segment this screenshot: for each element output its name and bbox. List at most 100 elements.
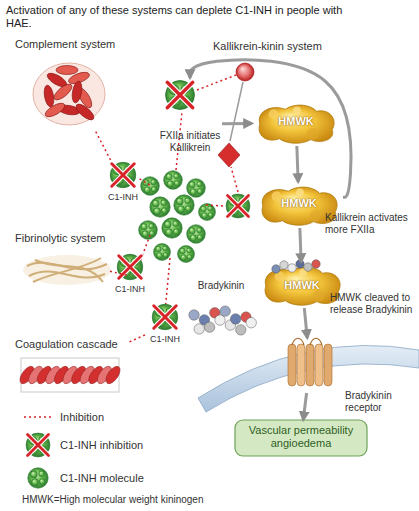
c1-inh-inhibition-symbol — [166, 81, 195, 110]
receptor-helix — [324, 344, 332, 386]
c1-inh-molecule — [150, 197, 170, 217]
c1-inh-molecule — [139, 221, 158, 240]
complement-body — [33, 63, 105, 125]
receptor-helix — [297, 344, 305, 386]
node-note: Kallikrein activates more FXIIa — [325, 212, 415, 235]
receptor-helix — [288, 344, 296, 386]
coagulation-frame — [21, 358, 119, 392]
pathway-arrow — [300, 228, 301, 262]
fibrin-coil — [103, 364, 123, 386]
node-shape — [285, 338, 335, 393]
bradykinin-atom — [236, 325, 246, 335]
bradykinin-bead — [312, 260, 320, 268]
hmwk-protein: HMWKKallikrein activates more FXIIa — [255, 182, 343, 228]
annotation-label: HMWK=High molecular weight kininogen — [22, 494, 342, 506]
bradykinin-atom — [189, 310, 199, 320]
c1-inh-inhibition-symbol — [226, 194, 250, 218]
node-text: HMWK — [255, 197, 343, 210]
node-note: HMWK cleaved to release Bradykinin — [330, 292, 418, 315]
legend-swatch — [22, 430, 54, 460]
pathway-arrow — [297, 146, 298, 182]
bradykinin-atom — [215, 315, 225, 325]
node-text: C1-INH — [105, 284, 155, 294]
node-shape — [15, 38, 127, 130]
system-illustration: Fibrinolytic system — [15, 232, 127, 292]
c1-inh-molecule — [187, 179, 206, 198]
c1-inh-molecule — [164, 171, 183, 190]
inhibition-line — [197, 75, 236, 90]
outcome-box-shape — [235, 420, 367, 456]
inhibition-line — [138, 178, 150, 185]
inhibition-connector — [127, 335, 145, 343]
kallikrein-diamond — [218, 143, 240, 167]
c1-inh-inhibition-sample — [26, 433, 50, 457]
c1-inh-inhibition-symbol — [152, 304, 178, 330]
inhibition-line — [231, 167, 238, 192]
bradykinin-bead — [288, 264, 296, 272]
node-text: HMWK — [258, 279, 346, 292]
fxiia-step: FXIIa initiates Kallikrein — [158, 78, 222, 170]
legend-text: C1-INH molecule — [60, 472, 144, 484]
c1-inh-inhibitor: C1-INH — [103, 160, 143, 208]
receptor-helix — [306, 344, 314, 386]
bradykinin-atom — [230, 314, 240, 324]
c1-inh-inhibitor: C1-INH — [110, 252, 150, 300]
legend-text: Inhibition — [60, 411, 104, 423]
inhibition-connector — [95, 130, 111, 160]
legend-swatch — [22, 408, 54, 426]
inhibition-lines — [138, 75, 238, 312]
complement-coil — [56, 66, 78, 75]
receptor-symbol: Bradykinin receptor — [285, 338, 335, 393]
complement-coil — [52, 81, 75, 102]
complement-coil — [71, 80, 84, 103]
hmwk-protein: HMWKHMWK cleaved to release Bradykinin — [258, 262, 346, 308]
node-text: Vascular permeability angioedema — [235, 424, 367, 449]
bradykinin-atom — [246, 318, 256, 328]
c1-inh-molecule — [174, 195, 194, 215]
fibrin-background — [23, 255, 111, 285]
fibrin-strand — [33, 258, 101, 282]
outcome-box: Vascular permeability angioedema — [235, 420, 367, 456]
bradykinin-atom — [204, 322, 214, 332]
pathway-arrow — [303, 393, 306, 420]
complement-illustration — [33, 63, 105, 125]
node-text: FXIIa initiates Kallikrein — [158, 130, 222, 153]
diagram-title: Activation of any of these systems can d… — [6, 4, 346, 29]
legend-text: C1-INH inhibition — [60, 439, 143, 451]
receptor-helix — [315, 344, 323, 386]
node-text: Coagulation cascade — [15, 338, 127, 351]
inhibition-line — [206, 205, 224, 206]
c1-inh-inhibition-symbol — [117, 254, 143, 280]
node-text: C1-INH — [98, 192, 148, 202]
c1-inh-inhibition-symbol — [110, 162, 136, 188]
c1-inh-molecule — [187, 225, 206, 244]
receptor-loop — [292, 338, 322, 345]
legend: InhibitionC1-INH inhibitionC1-INH molecu… — [22, 408, 222, 494]
bradykinin-bead — [304, 263, 312, 271]
hmwk-protein: HMWK — [252, 100, 340, 146]
c1-inh-inhibitor: C1-INH — [145, 302, 185, 350]
complement-coil — [43, 84, 56, 107]
node-shape — [158, 78, 222, 170]
c1-inh-molecule — [141, 177, 160, 196]
node-text: C1-INH — [140, 334, 190, 344]
bradykinin-atom — [194, 324, 204, 334]
bradykinin-atom — [220, 306, 230, 316]
fxiia-symbol — [236, 63, 254, 81]
pathway-arrow — [190, 60, 351, 198]
c1-inh-molecule — [154, 244, 171, 261]
annotation-label: Kallikrein-kinin system — [213, 40, 353, 53]
node-text: Fibrinolytic system — [15, 232, 127, 245]
c1-inh-molecule — [162, 218, 182, 238]
system-illustration: Coagulation cascade — [15, 338, 127, 398]
bradykinin-bead — [272, 265, 280, 273]
node-text: HMWK — [252, 115, 340, 128]
node-text: Bradykinin — [181, 280, 261, 292]
complement-coil — [43, 101, 67, 120]
activation-line — [230, 82, 243, 141]
bradykinin-molecule: Bradykinin — [186, 280, 256, 344]
c1-inh-molecule-sample — [28, 468, 48, 488]
c1-inh-cluster — [139, 171, 216, 263]
bradykinin-bead — [296, 260, 304, 268]
